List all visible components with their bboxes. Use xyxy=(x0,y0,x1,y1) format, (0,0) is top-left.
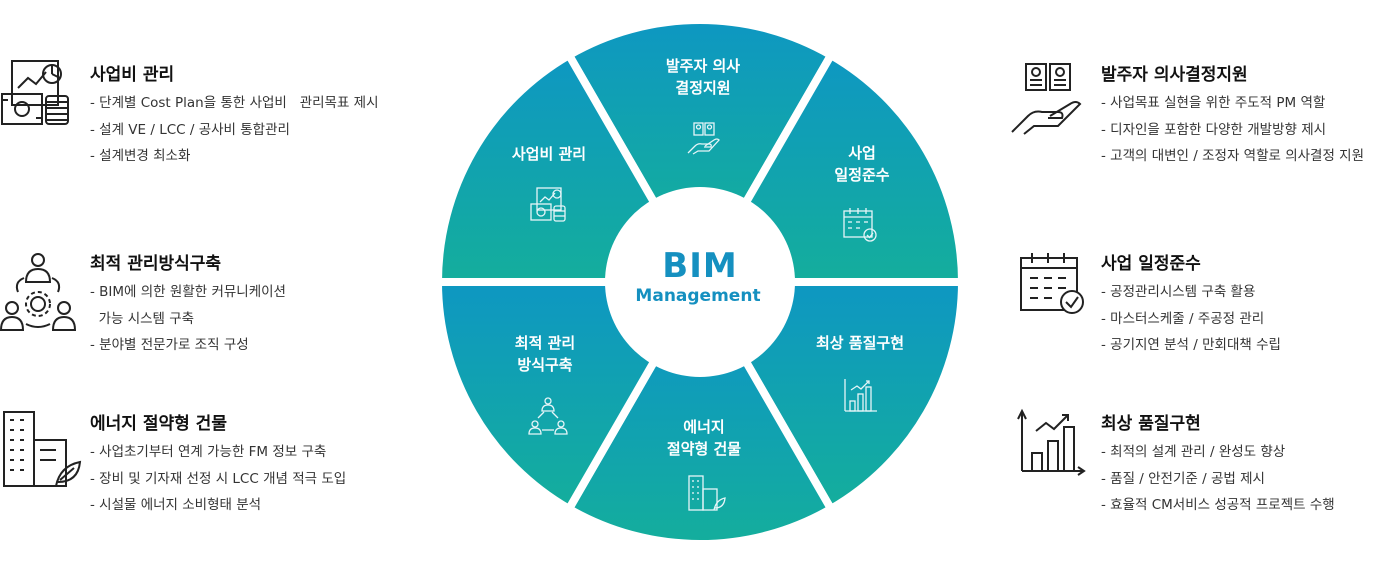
wheel-center xyxy=(605,187,795,377)
wheel-segment-schedule xyxy=(725,49,962,286)
item-title: 사업비 관리 xyxy=(90,65,175,85)
list-item: - 효율적 CM서비스 성공적 프로젝트 수행 xyxy=(1101,497,1335,513)
right-item-schedule: 사업 일정준수 - 공정관리시스템 구축 활용 - 마스터스케줄 / 주공정 관… xyxy=(1101,249,1400,359)
team-network-icon xyxy=(528,397,568,435)
segment-label-quality: 최상 품질구현 xyxy=(815,334,905,352)
list-item: - BIM에 의한 원활한 커뮤니케이션 xyxy=(90,284,286,300)
team-network-icon xyxy=(0,253,77,331)
wheel-segment-quality xyxy=(725,278,962,515)
list-item: - 장비 및 기자재 선정 시 LCC 개념 적극 도입 xyxy=(90,470,347,487)
wheel-segment-energy xyxy=(563,329,837,544)
wheel-segment-management xyxy=(438,278,675,515)
list-item: - 단계별 Cost Plan을 통한 사업비 관리목표 제시 xyxy=(90,95,379,111)
list-item: - 설계변경 최소화 xyxy=(90,148,191,164)
center-title: BIM xyxy=(662,246,738,286)
bar-chart-growth-icon xyxy=(1017,408,1086,476)
eco-building-icon xyxy=(3,411,82,487)
item-title: 발주자 의사결정지원 xyxy=(1101,65,1248,85)
item-list: - 공정관리시스템 구축 활용 - 마스터스케줄 / 주공정 관리 - 공기지연… xyxy=(1101,279,1281,359)
item-list: - 사업목표 실현을 위한 주도적 PM 역할 - 디자인을 포함한 다양한 개… xyxy=(1101,90,1364,170)
item-title: 사업 일정준수 xyxy=(1101,254,1201,274)
segment-label-cost: 사업비 관리 xyxy=(511,145,587,163)
cost-report-icon xyxy=(1,60,69,125)
item-list: - 사업초기부터 연계 가능한 FM 정보 구축 - 장비 및 기자재 선정 시… xyxy=(90,439,346,519)
list-item: - 최적의 설계 관리 / 완성도 향상 xyxy=(1101,444,1286,460)
cost-report-icon xyxy=(530,187,566,222)
bar-chart-growth-icon xyxy=(844,379,877,412)
list-item: - 시설물 에너지 소비형태 분석 xyxy=(90,497,262,513)
decision-support-icon xyxy=(687,122,720,155)
list-item: - 사업초기부터 연계 가능한 FM 정보 구축 xyxy=(90,444,327,460)
list-item: - 사업목표 실현을 위한 주도적 PM 역할 xyxy=(1101,95,1326,111)
list-item: - 마스터스케줄 / 주공정 관리 xyxy=(1101,310,1265,327)
item-title: 에너지 절약형 건물 xyxy=(90,414,227,434)
wheel-segment-cost xyxy=(438,49,675,286)
segment-label-decision: 발주자 의사 결정지원 xyxy=(665,57,741,97)
list-item: - 고객의 대변인 / 조정자 역할로 의사결정 지원 xyxy=(1101,148,1365,164)
list-item: - 설계 VE / LCC / 공사비 통합관리 xyxy=(90,121,290,138)
left-item-cost: 사업비 관리 - 단계별 Cost Plan을 통한 사업비 관리목표 제시 -… xyxy=(90,60,430,170)
list-item: - 공정관리시스템 구축 활용 xyxy=(1101,284,1256,300)
center-subtitle: Management xyxy=(635,286,761,306)
calendar-check-icon xyxy=(843,208,877,242)
list-item: 가능 시스템 구축 xyxy=(90,310,195,327)
right-item-quality: 최상 품질구현 - 최적의 설계 관리 / 완성도 향상 - 품질 / 안전기준… xyxy=(1101,409,1400,519)
list-item: - 분야별 전문가로 조직 구성 xyxy=(90,337,249,353)
bim-wheel xyxy=(438,20,962,544)
right-item-decision: 발주자 의사결정지원 - 사업목표 실현을 위한 주도적 PM 역할 - 디자인… xyxy=(1101,60,1400,170)
calendar-check-icon xyxy=(1020,253,1084,314)
list-item: - 디자인을 포함한 다양한 개발방향 제시 xyxy=(1101,121,1327,138)
item-title: 최적 관리방식구축 xyxy=(90,254,222,274)
segment-label-schedule: 사업 일정준수 xyxy=(834,144,890,184)
list-item: - 공기지연 분석 / 만회대책 수립 xyxy=(1101,337,1281,353)
decision-support-icon xyxy=(1011,63,1082,135)
item-title: 최상 품질구현 xyxy=(1101,414,1201,434)
eco-building-icon xyxy=(688,475,726,511)
item-list: - 단계별 Cost Plan을 통한 사업비 관리목표 제시 - 설계 VE … xyxy=(90,90,379,170)
left-item-energy: 에너지 절약형 건물 - 사업초기부터 연계 가능한 FM 정보 구축 - 장비… xyxy=(90,409,430,519)
left-item-management: 최적 관리방식구축 - BIM에 의한 원활한 커뮤니케이션 가능 시스템 구축… xyxy=(90,249,430,359)
list-item: - 품질 / 안전기준 / 공법 제시 xyxy=(1101,470,1265,487)
segment-label-energy: 에너지 절약형 건물 xyxy=(666,418,742,458)
item-list: - 최적의 설계 관리 / 완성도 향상 - 품질 / 안전기준 / 공법 제시… xyxy=(1101,439,1335,519)
item-list: - BIM에 의한 원활한 커뮤니케이션 가능 시스템 구축 - 분야별 전문가… xyxy=(90,279,286,359)
segment-label-management: 최적 관리 방식구축 xyxy=(514,334,576,374)
